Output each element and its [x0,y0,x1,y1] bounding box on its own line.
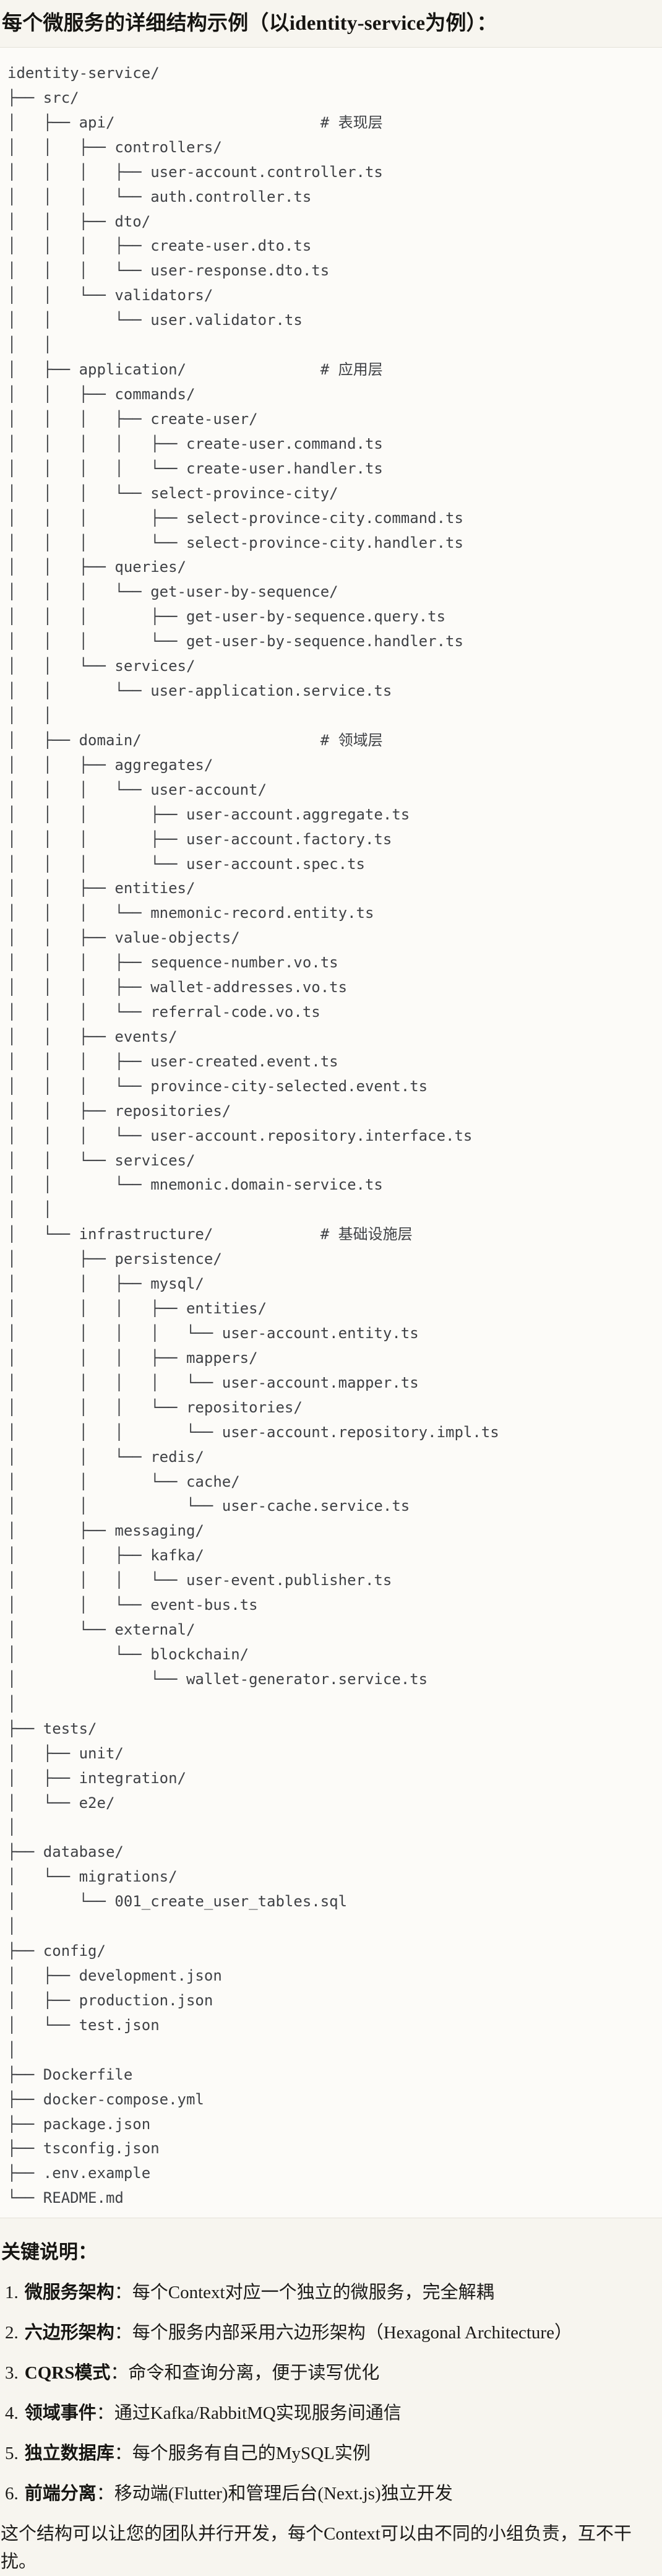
note-text: ：每个服务内部采用六边形架构（Hexagonal Architecture） [114,2323,572,2343]
note-number: 3. [5,2363,19,2384]
note-number: 6. [5,2484,19,2504]
note-number: 1. [5,2283,19,2303]
note-term: 前端分离 [24,2484,97,2504]
note-term: CQRS模式 [24,2363,111,2384]
notes-list: 1.微服务架构：每个Context对应一个独立的微服务，完全解耦 2.六边形架构… [0,2279,662,2508]
note-text: ：通过Kafka/RabbitMQ实现服务间通信 [96,2403,402,2424]
note-item: 3.CQRS模式：命令和查询分离，便于读写优化 [5,2359,662,2387]
note-text: ：移动端(Flutter)和管理后台(Next.js)独立开发 [96,2484,453,2504]
note-text: ：每个Context对应一个独立的微服务，完全解耦 [114,2283,494,2303]
note-number: 5. [5,2444,19,2464]
directory-tree-code-block: identity-service/ ├── src/ │ ├── api/ # … [0,47,662,2219]
closing-paragraph: 这个结构可以让您的团队并行开发，每个Context可以由不同的小组负责，互不干扰… [1,2524,632,2572]
page-title: 每个微服务的详细结构示例（以identity-service为例）： [2,12,497,35]
directory-tree: identity-service/ ├── src/ │ ├── api/ # … [7,64,499,2207]
note-item: 1.微服务架构：每个Context对应一个独立的微服务，完全解耦 [5,2279,662,2307]
note-text: ：每个服务有自己的MySQL实例 [114,2444,371,2464]
notes-heading: 关键说明： [1,2241,97,2263]
note-term: 六边形架构 [24,2323,114,2343]
note-term: 独立数据库 [24,2444,114,2464]
note-number: 4. [5,2403,19,2424]
note-item: 4.领域事件：通过Kafka/RabbitMQ实现服务间通信 [5,2400,662,2427]
note-number: 2. [5,2323,19,2343]
note-text: ：命令和查询分离，便于读写优化 [110,2363,380,2384]
note-term: 微服务架构 [24,2283,114,2303]
note-term: 领域事件 [24,2403,97,2424]
note-item: 2.六边形架构：每个服务内部采用六边形架构（Hexagonal Architec… [5,2319,662,2347]
note-item: 5.独立数据库：每个服务有自己的MySQL实例 [5,2440,662,2468]
notes-section: 关键说明： 1.微服务架构：每个Context对应一个独立的微服务，完全解耦 2… [0,2239,662,2576]
note-item: 6.前端分离：移动端(Flutter)和管理后台(Next.js)独立开发 [5,2480,662,2508]
